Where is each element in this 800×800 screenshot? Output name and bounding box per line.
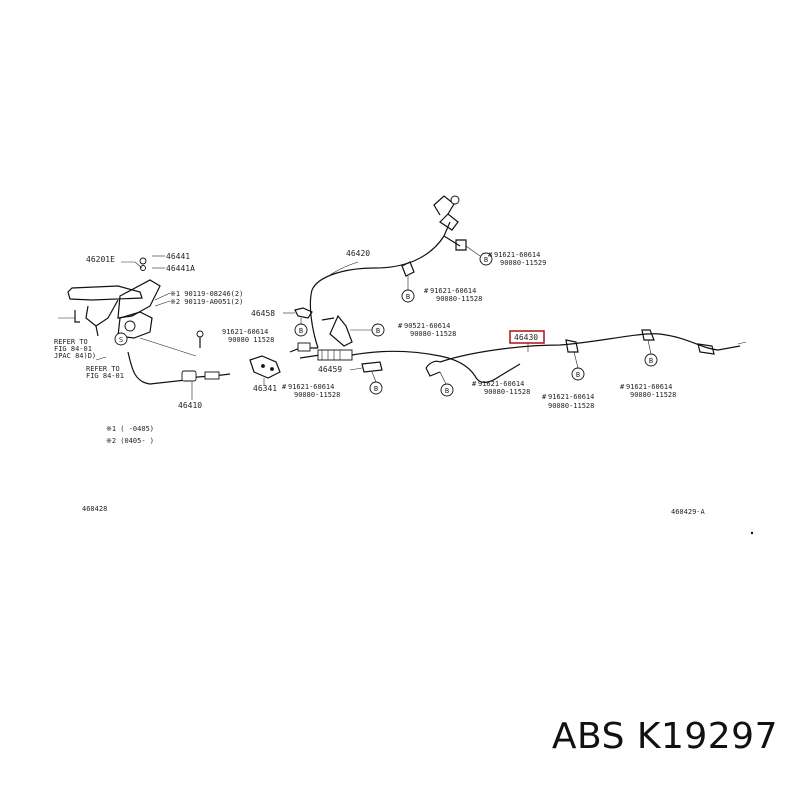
parking-brake-lever-assembly: [67, 257, 204, 348]
bolt-callout-b1: B: [465, 245, 493, 266]
hash-marker: #: [488, 251, 493, 259]
label-refer-fig-1: FIG 84-01: [54, 345, 92, 353]
label-bolt-center-b: 90080-11528: [410, 330, 456, 338]
label-46458: 46458: [251, 309, 275, 318]
label-46201e: 46201E: [86, 255, 115, 264]
label-refer-to-1: REFER TO: [54, 338, 88, 346]
label-46441: 46441: [166, 252, 190, 261]
hash-marker: #: [620, 383, 625, 391]
bolt-callout-b6: B: [439, 371, 454, 397]
rear-cable-46430: [425, 329, 747, 377]
circle-b-label: B: [484, 256, 488, 264]
equalizer-bracket-46341: [249, 355, 281, 386]
label-bolt-r1-a: 91621-60614: [478, 380, 524, 388]
circle-b-label: B: [299, 327, 303, 335]
label-bolt-r3-a: 91621-60614: [626, 383, 672, 391]
note-1: ※1 ( -0405): [106, 425, 154, 433]
label-46420: 46420: [346, 249, 370, 258]
bolt-callout-b4: B: [294, 318, 308, 337]
circle-b-label: B: [576, 371, 580, 379]
label-refer-jpac: JPAC 84)D): [54, 352, 96, 360]
label-46441a: 46441A: [166, 264, 195, 273]
label-bolt-top-b: 90080-11529: [500, 259, 546, 267]
circle-b-label: B: [445, 387, 449, 395]
bolt-callout-b3: B: [350, 323, 385, 337]
circle-b-label: B: [376, 327, 380, 335]
figure-number-left: 460428: [82, 505, 107, 513]
label-bolt-r2-b: 90080-11528: [548, 402, 594, 410]
circle-b-label: B: [374, 385, 378, 393]
label-bolt-r1-b: 90080-11528: [484, 388, 530, 396]
figure-number-right: 460429-A: [671, 508, 706, 516]
label-refer-fig-2: FIG 84-01: [86, 372, 124, 380]
rear-cable-46459: [299, 349, 521, 383]
label-bolt-mid-a: 91621-60614: [430, 287, 476, 295]
label-46410: 46410: [178, 401, 202, 410]
label-46430: 46430: [514, 333, 538, 342]
label-ref-bolt-2: ※2 90119-A0051(2): [170, 298, 243, 306]
label-bolt-lower-b: 90080-11528: [294, 391, 340, 399]
label-bolt-left-b: 90080 11528: [228, 336, 274, 344]
label-bolt-center-a: 90521-60614: [404, 322, 450, 330]
front-cable-46410: [127, 351, 231, 400]
hash-marker: #: [424, 287, 429, 295]
label-bolt-r2-a: 91621-60614: [548, 393, 594, 401]
highlight-46430: [509, 330, 545, 344]
bolt-callout-b5: B: [369, 371, 383, 395]
bolt-callout-b8: B: [644, 339, 658, 367]
brand-part-number: ABS K19297: [551, 716, 778, 757]
label-46459: 46459: [318, 365, 342, 374]
label-bolt-lower-a: 91621-60614: [288, 383, 334, 391]
hash-marker: #: [398, 322, 403, 330]
label-bolt-mid-b: 90080-11528: [436, 295, 482, 303]
note-2: ※2 (0405- ): [106, 437, 154, 445]
clip-46458: [283, 307, 313, 319]
label-46341: 46341: [253, 384, 277, 393]
bolt-callout-s: S: [114, 332, 128, 346]
label-bolt-left-a: 91621-60614: [222, 328, 268, 336]
bolt-callout-b2: B: [401, 276, 415, 303]
circle-s-label: S: [119, 336, 123, 344]
label-bolt-top-a: 91621-60614: [494, 251, 540, 259]
label-refer-to-2: REFER TO: [86, 365, 120, 373]
hash-marker: #: [472, 380, 477, 388]
speck: [750, 531, 754, 535]
bolt-callout-b7: B: [571, 351, 585, 381]
label-bolt-r3-b: 90080-11528: [630, 391, 676, 399]
hash-marker: #: [542, 393, 547, 401]
circle-b-label: B: [406, 293, 410, 301]
hash-marker: #: [282, 383, 287, 391]
label-ref-bolt-1: ※1 90119-08246(2): [170, 290, 243, 298]
circle-b-label: B: [649, 357, 653, 365]
